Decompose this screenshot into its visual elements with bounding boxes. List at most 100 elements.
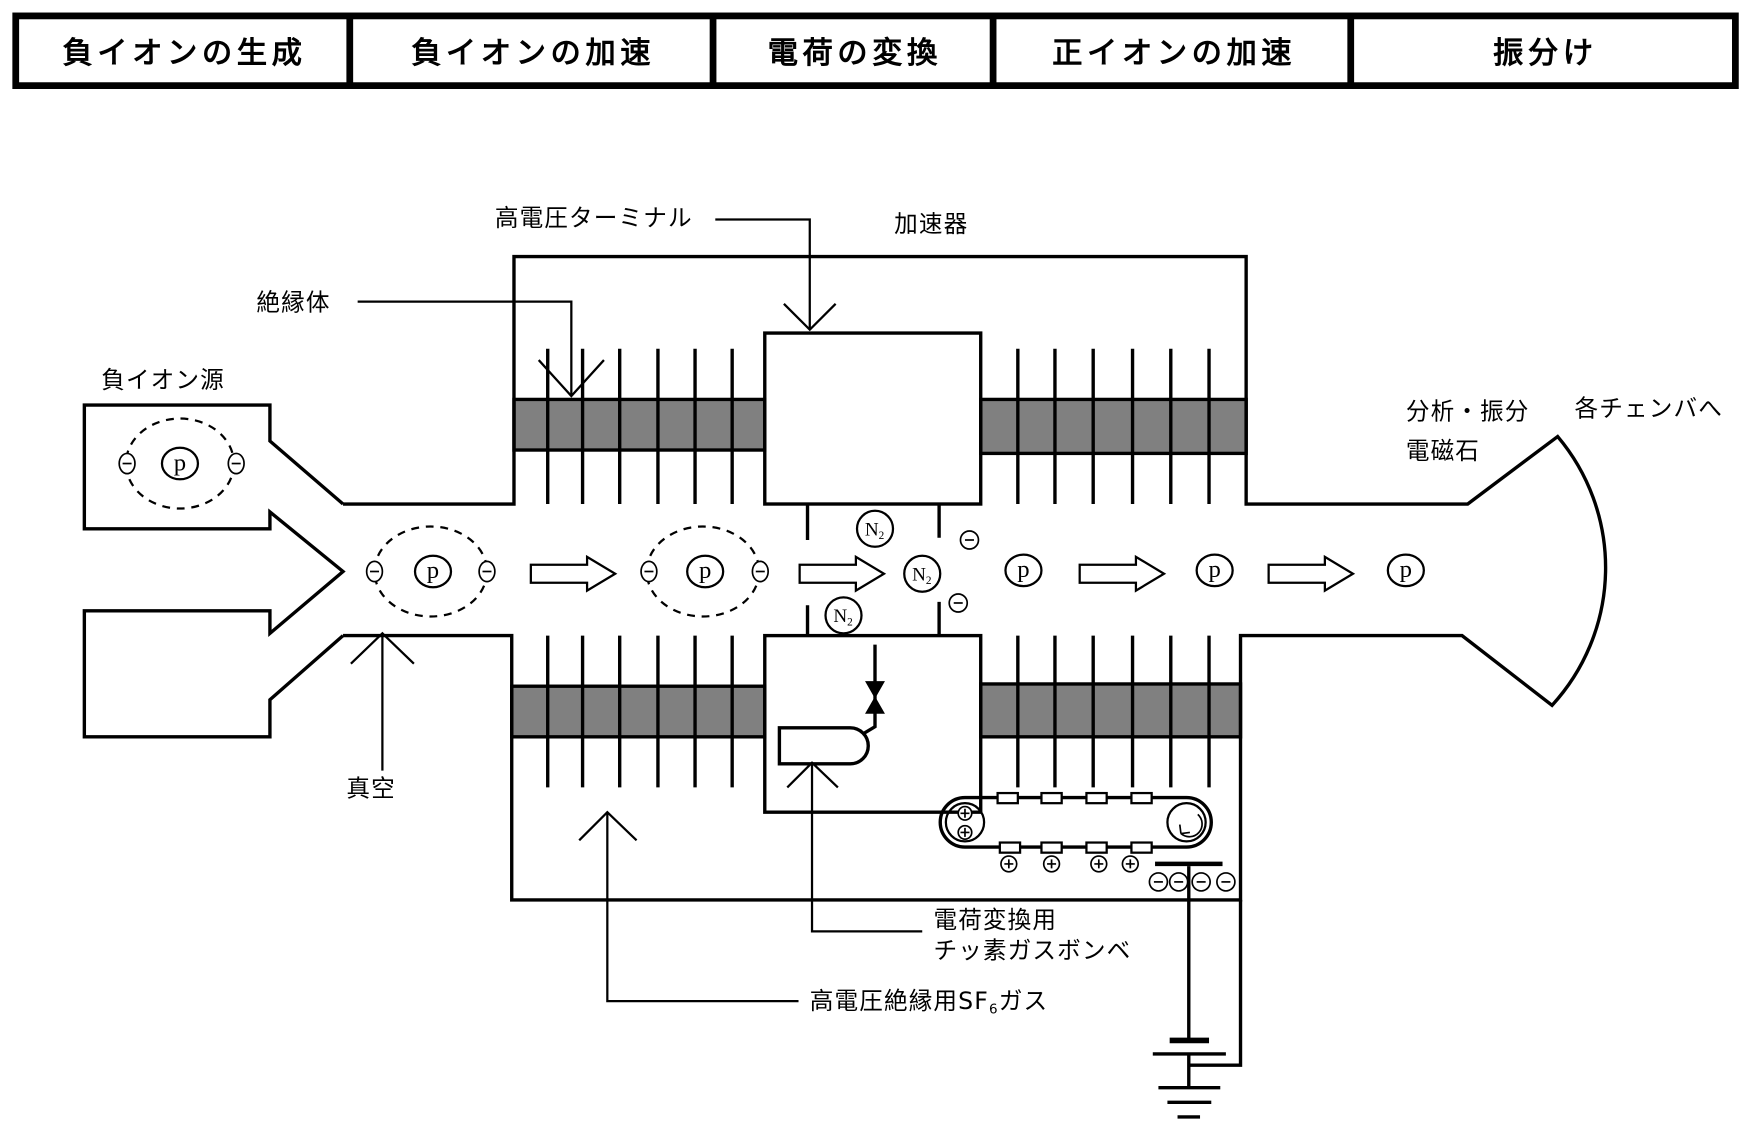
pulley-left: [944, 802, 986, 843]
belt-pellet: [996, 791, 1019, 805]
proton-circle: [1195, 553, 1234, 588]
stage-label-distribution: 振分け: [1493, 36, 1598, 71]
plus-sign: [1125, 859, 1135, 869]
stage-header: 負イオンの生成 負イオンの加速 電荷の変換 正イオンの加速 振分け: [12, 12, 1739, 90]
label-sf6-gas-prefix: 高電圧絶縁用SF: [810, 987, 989, 1015]
stage-label-negative-ion-generation: 負イオンの生成: [62, 36, 306, 71]
electrode-fins-lower-left: [546, 635, 734, 788]
nitrogen-symbol: N: [865, 520, 879, 541]
stripper-canal: [805, 504, 941, 636]
label-sf6-gas: 高電圧絶縁用SF6ガス: [810, 987, 1048, 1017]
belt-loop: [938, 795, 1213, 849]
nitrogen-molecule: N2: [855, 509, 895, 548]
valve-icon: [865, 696, 885, 714]
nitrogen-label: N2: [833, 606, 852, 628]
high-voltage-terminal-upper: [763, 331, 983, 506]
leader-arrowhead: [786, 761, 839, 789]
leader-arrowhead: [783, 303, 837, 332]
belt-pellet: [998, 841, 1022, 854]
stage-label-charge-conversion: 電荷の変換: [768, 35, 942, 71]
belt-pellet: [1040, 791, 1063, 805]
plus-sign: [960, 808, 970, 818]
nitrogen-circle: [903, 554, 942, 593]
label-to-chambers: 各チェンバへ: [1575, 394, 1723, 422]
beam-direction-arrow: [1267, 554, 1356, 593]
valve-icon: [865, 681, 885, 699]
nitrogen-symbol: N: [833, 606, 847, 627]
proton-label: p: [1017, 556, 1029, 583]
electrode-fins-upper-right: [1016, 348, 1211, 505]
proton-circle: [160, 446, 200, 481]
negative-ion-source-housing: [82, 403, 346, 739]
stripped-electron: [959, 530, 980, 550]
proton-label: p: [1208, 556, 1220, 583]
pulley-right: [1166, 802, 1207, 843]
tank-ground-wire: [1188, 899, 1243, 1067]
stripped-electron: [948, 593, 969, 613]
label-analyzing-magnet-line2: 電磁石: [1406, 437, 1480, 465]
negative-hydrogen-ion-beam-1: p: [365, 525, 496, 618]
stage-header-frame: [12, 12, 1739, 90]
charging-belt: [938, 791, 1213, 854]
label-gas-bottle-line2: チッ素ガスボンベ: [933, 936, 1131, 964]
accelerator-tank-outline: [343, 254, 1608, 902]
belt-pellet: [1130, 791, 1153, 805]
leader-line-sf6: [606, 812, 799, 1003]
proton-label: p: [699, 557, 711, 584]
belt-pellet: [1085, 791, 1108, 805]
beam-direction-arrow: [529, 554, 618, 593]
label-insulator: 絶縁体: [256, 289, 330, 317]
positive-charges: [1000, 855, 1140, 873]
insulator-column-upper-left: [512, 397, 767, 452]
belt-pellet: [1085, 841, 1108, 854]
electrode-fins-upper-left: [546, 348, 734, 505]
proton-label: p: [427, 557, 439, 584]
nitrogen-label: N2: [912, 564, 931, 586]
proton-label: p: [1400, 556, 1412, 583]
nitrogen-symbol: N: [912, 564, 926, 585]
nitrogen-subscript: 2: [926, 575, 932, 587]
high-voltage-terminal-lower: [763, 633, 983, 814]
proton-label: p: [174, 449, 186, 476]
nitrogen-subscript: 2: [847, 616, 853, 628]
proton-circle: [686, 554, 725, 589]
belt-pellet: [1130, 841, 1153, 854]
beam-direction-arrow: [1078, 554, 1167, 593]
label-sf6-gas-suffix: ガス: [999, 987, 1048, 1015]
label-sf6-gas-subscript: 6: [989, 1001, 999, 1017]
insulator-column-upper-right: [979, 397, 1248, 456]
leader-arrowhead: [350, 631, 415, 665]
insulator-column-lower-left: [510, 684, 767, 739]
leader-arrowhead: [578, 810, 638, 842]
gas-pipe: [862, 644, 877, 735]
label-high-voltage-terminal: 高電圧ターミナル: [495, 204, 693, 232]
plus-sign: [1094, 859, 1104, 869]
negative-hydrogen-ion-beam-2: p: [640, 525, 769, 618]
gas-bottle-icon: [777, 726, 870, 766]
nitrogen-gas-bottle: [777, 644, 885, 766]
beam-direction-arrow: [798, 554, 887, 593]
stage-label-positive-ion-acceleration: 正イオンの加速: [1052, 36, 1296, 71]
nitrogen-subscript: 2: [879, 530, 885, 542]
nitrogen-molecule: N2: [824, 596, 863, 635]
plus-sign: [960, 827, 970, 837]
proton-circle: [1386, 553, 1425, 588]
electrode-fins-lower-right: [1016, 635, 1211, 788]
plus-sign: [1047, 859, 1057, 869]
insulator-column-lower-right: [979, 682, 1243, 739]
proton-circle: [413, 554, 453, 589]
label-accelerator: 加速器: [894, 210, 968, 238]
proton-beam-3: p: [1386, 553, 1425, 588]
belt-pellet: [1040, 841, 1063, 854]
proton-circle: [1004, 553, 1043, 588]
leader-arrowhead: [537, 359, 605, 398]
nitrogen-circle: [855, 509, 895, 548]
nitrogen-label: N2: [865, 520, 884, 542]
label-analyzing-magnet-line1: 分析・振分: [1406, 398, 1530, 426]
rotation-arrow-icon: [1178, 813, 1203, 838]
label-gas-bottle-line1: 電荷変換用: [933, 906, 1057, 934]
leader-line-insulator: [357, 300, 573, 397]
leader-line-gas-bottle: [810, 762, 923, 933]
label-vacuum: 真空: [346, 774, 395, 802]
nitrogen-circle: [824, 596, 863, 635]
